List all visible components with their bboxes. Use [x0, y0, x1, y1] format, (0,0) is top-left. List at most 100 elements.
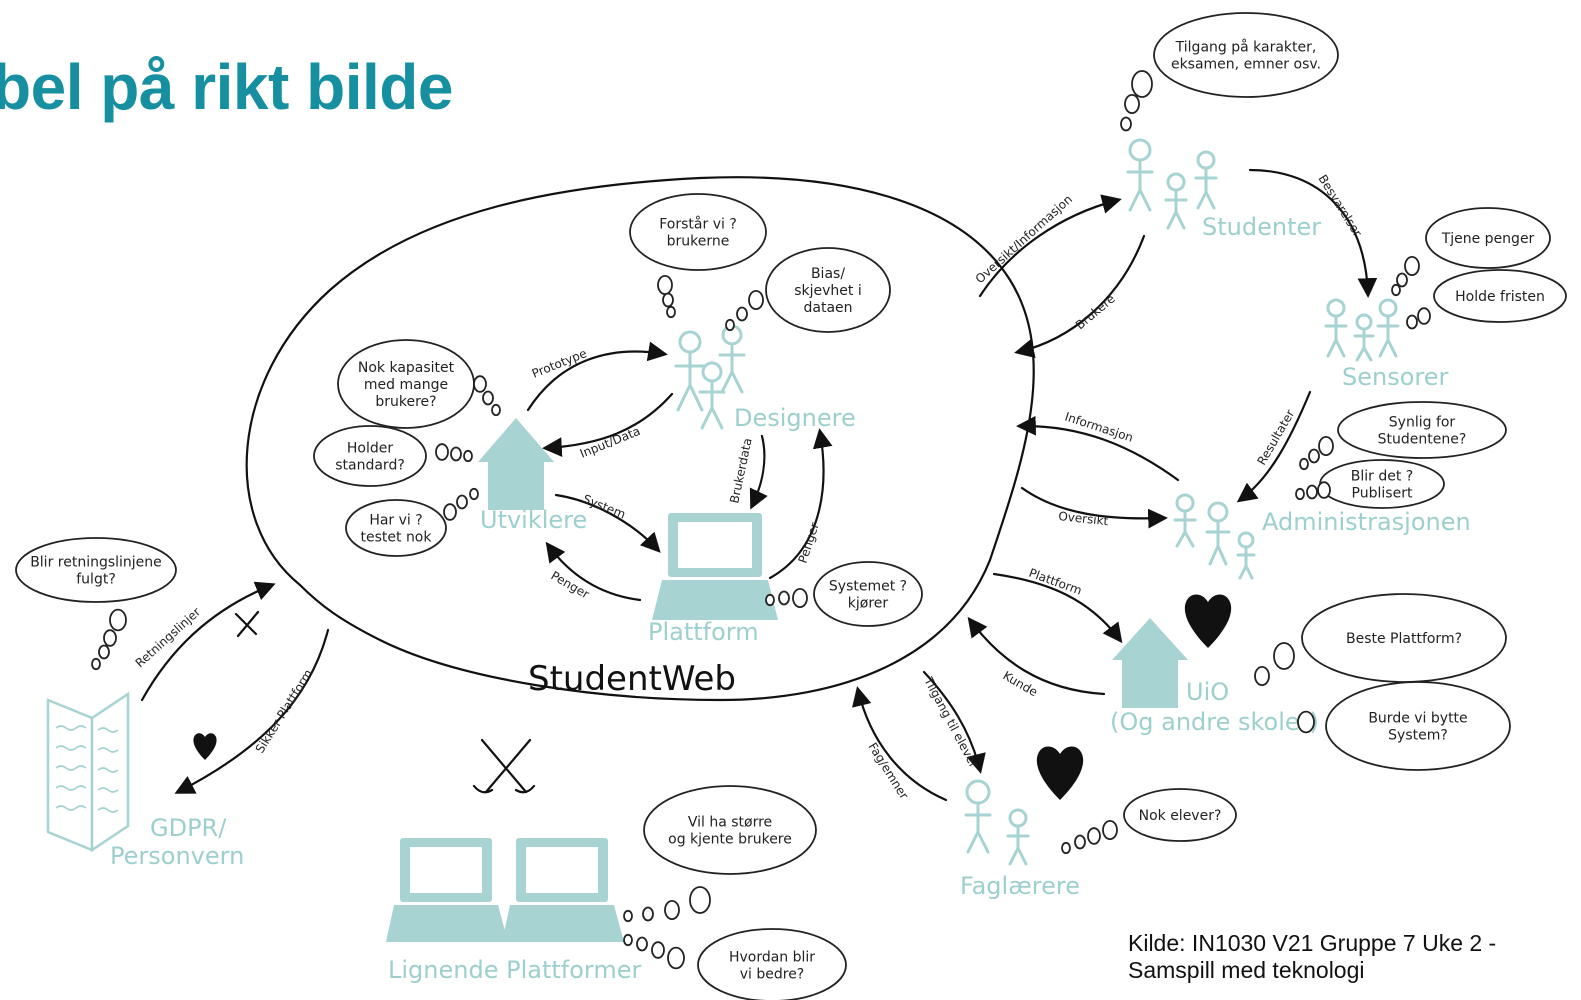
arrow-label-penger-2: Penger: [796, 521, 822, 565]
faglarere-stick-figures-icon: [964, 779, 1030, 866]
thought-dot: [1273, 642, 1295, 670]
thought-bubble-forstar: Forstår vi ?brukerne: [629, 193, 767, 319]
thought-dot: [642, 906, 654, 922]
crossed-swords-icon: [234, 610, 260, 638]
thought-bubble-text: kjører: [848, 596, 889, 612]
thought-dot: [1254, 666, 1270, 687]
thought-bubble-text: Systemet ?: [829, 579, 907, 595]
thought-dot: [748, 289, 764, 310]
thought-dot: [103, 629, 117, 647]
thought-bubble-elever: Nok elever?: [1061, 788, 1237, 855]
thought-bubble-outline: [765, 247, 891, 333]
thought-bubble-text: Burde vi bytte: [1368, 711, 1467, 727]
thought-dot: [443, 503, 457, 521]
thought-dot: [1061, 841, 1071, 855]
thought-dot: [1406, 314, 1418, 330]
heart-icon: [193, 733, 217, 760]
thought-bubble-fristen: Holde fristen: [1406, 269, 1567, 330]
thought-dot: [666, 305, 676, 319]
thought-dot: [1120, 116, 1132, 132]
thought-dot: [463, 449, 473, 463]
thought-bubble-text: og kjente brukere: [668, 832, 792, 848]
utviklere-house-icon: [478, 418, 554, 510]
thought-bubble-publisert: Blir det ?Publisert: [1295, 459, 1445, 509]
thought-bubble-text: Studentene?: [1378, 432, 1467, 448]
thought-dot: [623, 933, 633, 947]
thought-dot: [725, 318, 735, 332]
source-line-1: Kilde: IN1030 V21 Gruppe 7 Uke 2 -: [1128, 930, 1497, 956]
thought-dot: [1087, 827, 1101, 845]
thought-bubble-text: Nok kapasitet: [358, 360, 455, 376]
thought-bubble-text: Beste Plattform?: [1346, 631, 1462, 647]
gdpr-document-icon: [46, 691, 130, 853]
source-line-2: Samspill med teknologi: [1128, 957, 1365, 983]
heart-icon: [1184, 594, 1232, 648]
arrow-label-penger-1: Penger: [549, 568, 592, 601]
lignende-laptop-icon-2: [502, 838, 624, 942]
thought-dot: [1318, 435, 1334, 456]
thought-bubble-text: Bias/: [811, 266, 845, 282]
thought-dot: [1074, 834, 1086, 850]
thought-dot: [1299, 457, 1309, 471]
arrow-label-oversikt: Oversikt: [1058, 509, 1110, 528]
thought-bubble-text: Holder: [347, 441, 393, 457]
thought-dot: [98, 644, 110, 660]
thought-dot: [456, 494, 468, 510]
thought-bubble-text: dataen: [803, 300, 852, 316]
thought-dot: [109, 608, 127, 632]
arrow-label-besvarelser: Besvarelser: [1315, 172, 1364, 239]
plattform-laptop-icon: [652, 513, 778, 620]
administrasjonen-label: Administrasjonen: [1262, 508, 1471, 536]
thought-dot: [469, 487, 479, 501]
thought-bubble-text: fulgt?: [76, 572, 116, 588]
thought-bubble-text: Vil ha større: [688, 815, 772, 831]
sensorer-stick-figures-icon: [1324, 298, 1400, 362]
thought-bubble-tilgang: Tilgang på karakter,eksamen, emner osv.: [1120, 12, 1339, 132]
uio-label-line1: UiO: [1186, 678, 1229, 706]
heart-icon: [1036, 746, 1084, 800]
thought-bubble-outline: [1337, 401, 1507, 459]
thought-dot: [1306, 484, 1318, 500]
thought-dot: [636, 936, 648, 952]
thought-dot: [1317, 481, 1331, 499]
thought-bubble-text: Hvordan blir: [729, 950, 815, 966]
studentweb-boundary: [245, 176, 1035, 702]
thought-bubble-outline: [813, 561, 923, 627]
thought-dot: [450, 446, 462, 462]
thought-bubble-text: Publisert: [1352, 486, 1413, 502]
thought-bubble-outline: [1425, 207, 1551, 269]
thought-dot: [1308, 448, 1320, 464]
thought-dot: [778, 590, 790, 606]
thought-bubble-text: Blir retningslinjene: [30, 555, 162, 571]
thought-bubble-text: skjevhet i: [794, 283, 862, 299]
arrow-label-oversikt-informasjon: Oversikt/Informasjon: [973, 192, 1075, 286]
thought-bubble-outline: [313, 425, 427, 487]
administrasjonen-stick-figures-icon: [1173, 493, 1256, 580]
thought-dot: [1417, 307, 1431, 325]
thought-bubble-text: Tilgang på karakter,: [1175, 39, 1317, 56]
page-title: bel på rikt bilde: [0, 51, 453, 123]
thought-bubble-outline: [643, 785, 817, 875]
thought-dot: [664, 900, 680, 921]
uio-label-line2: (Og andre skoler): [1110, 708, 1319, 736]
studenter-stick-figures-icon: [1126, 138, 1218, 230]
thought-bubble-text: eksamen, emner osv.: [1171, 57, 1321, 73]
thought-dot: [1102, 820, 1118, 841]
thought-dot: [662, 292, 674, 308]
thought-dot: [792, 588, 808, 609]
thought-dot: [1295, 487, 1305, 501]
thought-bubble-text: vi bedre?: [740, 967, 805, 983]
studenter-label: Studenter: [1202, 213, 1321, 241]
thought-dot: [657, 274, 673, 295]
thought-bubble-text: Blir det ?: [1351, 469, 1413, 485]
thought-dot: [1404, 255, 1420, 276]
arrow-label-fag-emner: Fag/emner: [865, 740, 911, 802]
thought-dot: [91, 657, 101, 671]
